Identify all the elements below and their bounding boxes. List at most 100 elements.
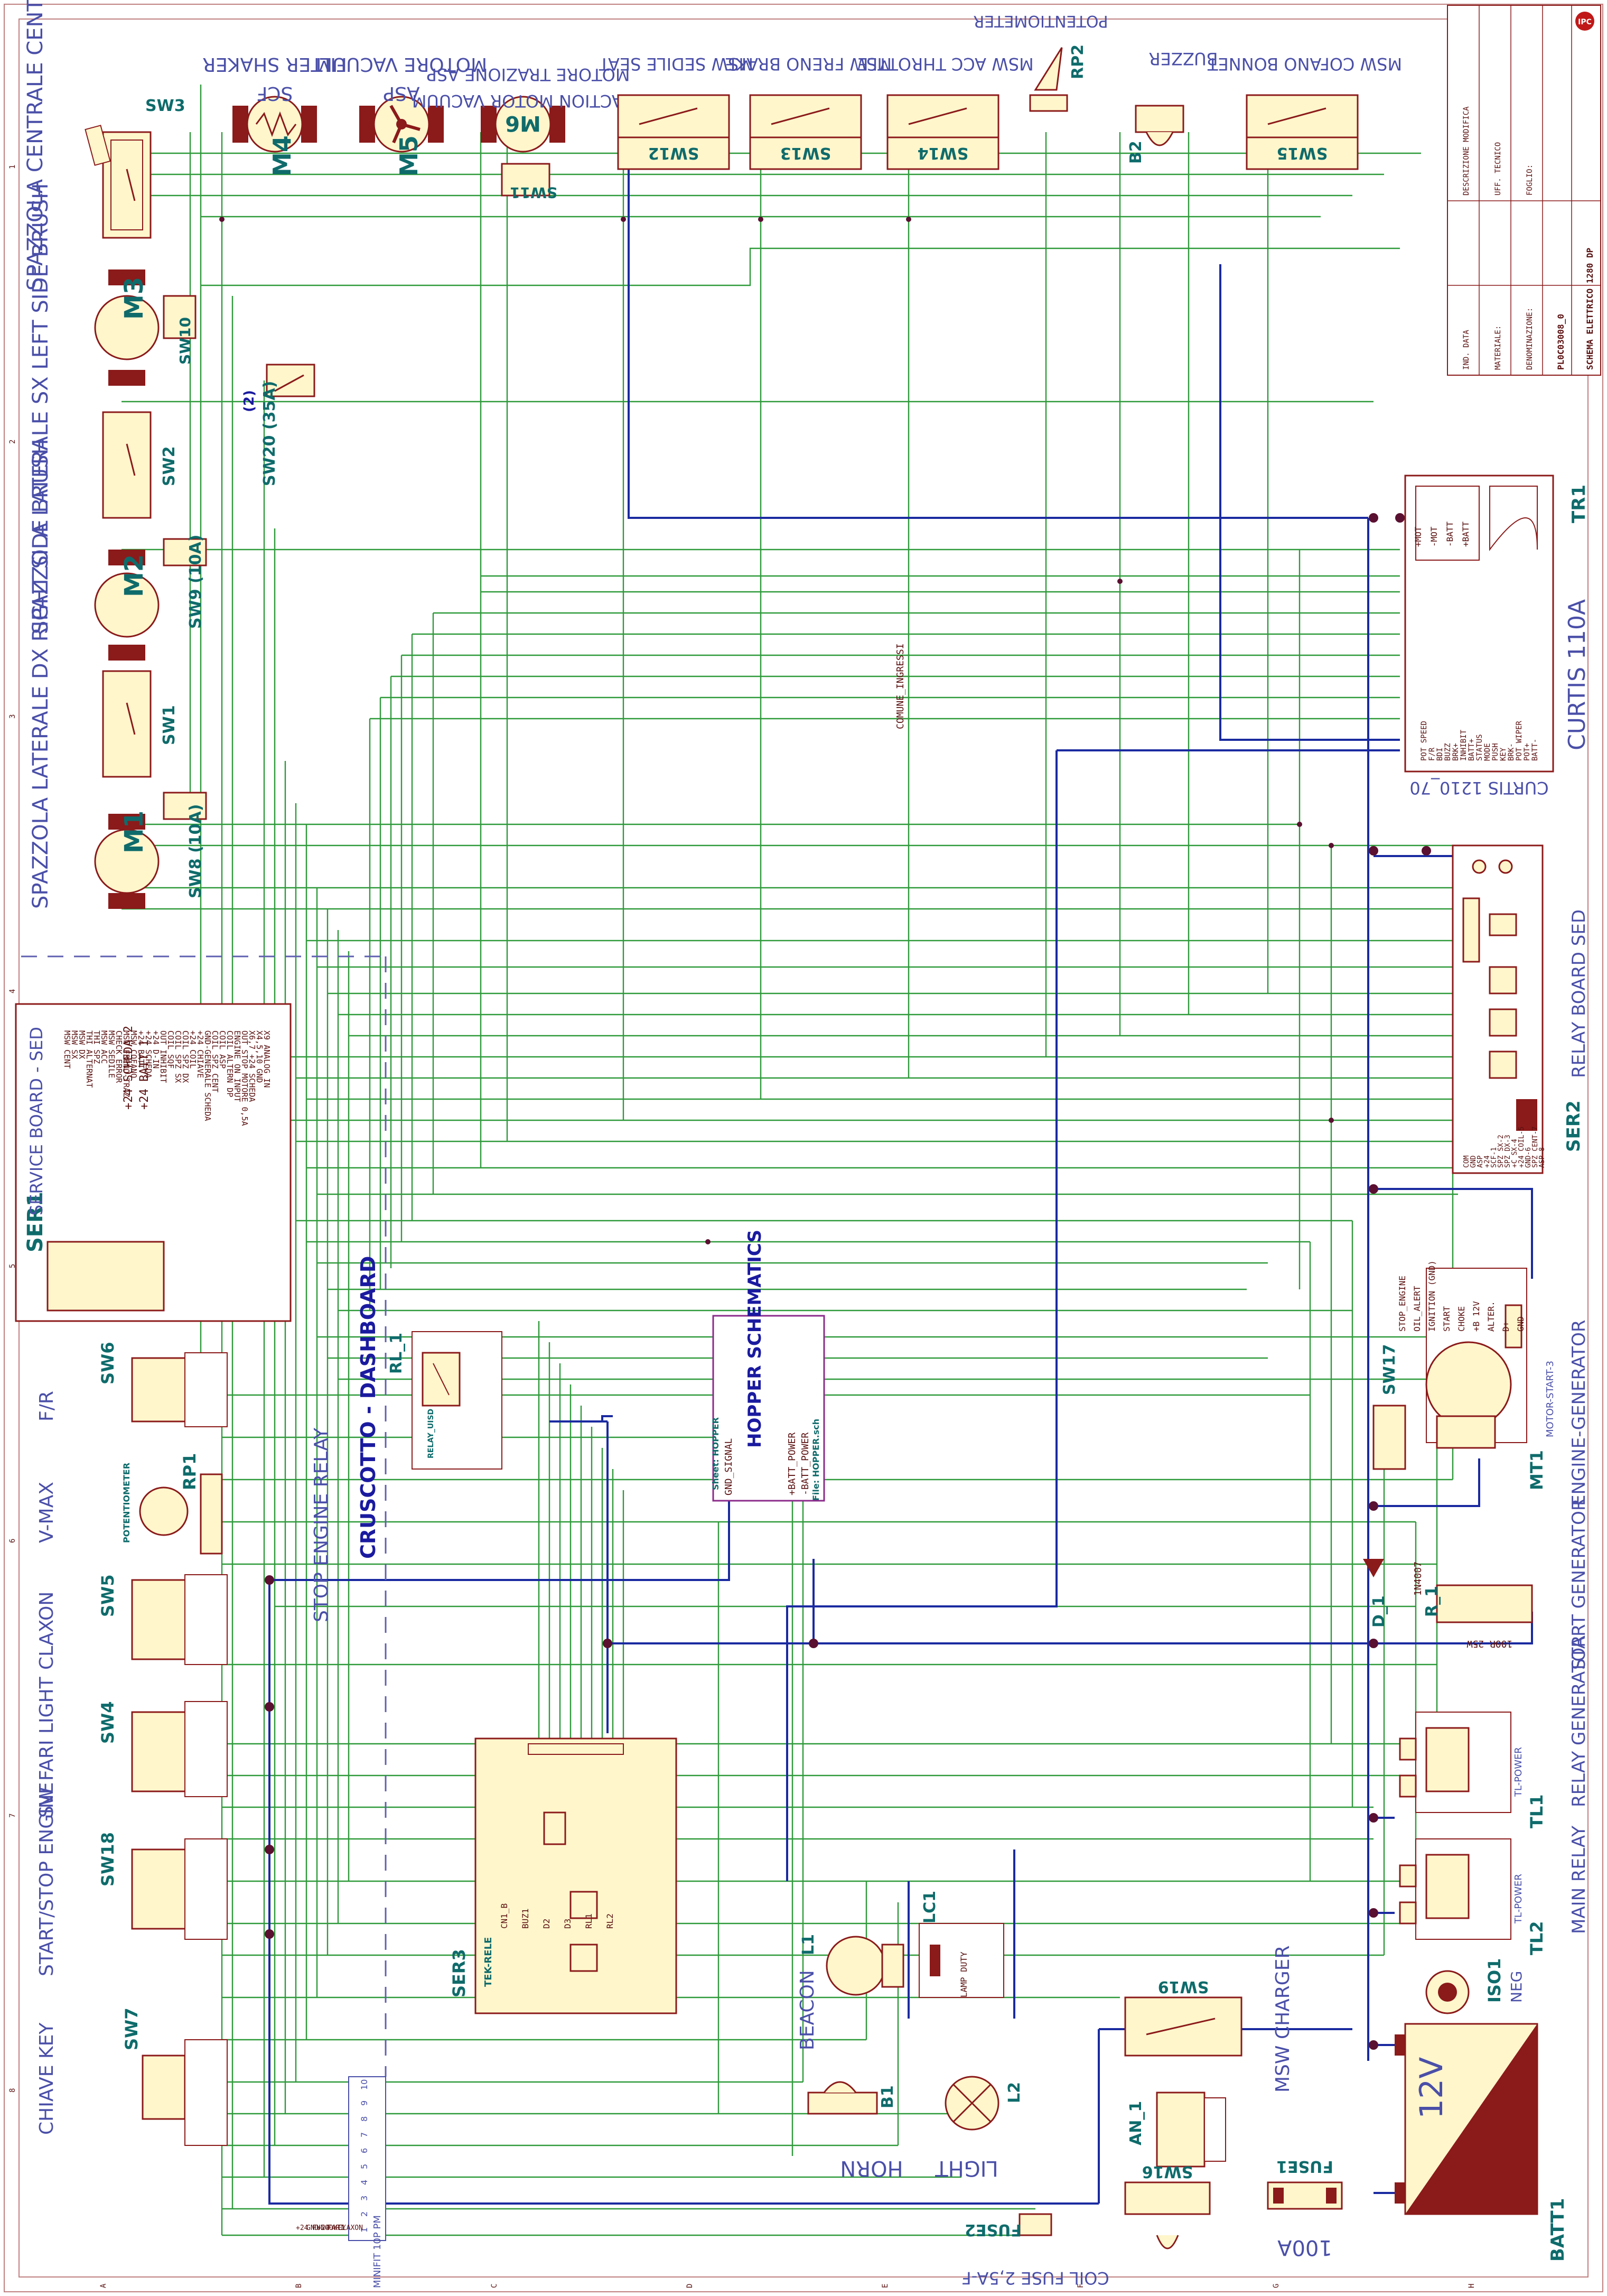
start-generator-title: START GENERATOR (1568, 1499, 1590, 1670)
m5-vacuum-motor: M5 MOTORE VACUUM ASP (316, 53, 487, 176)
sw13-brake-switch: SW13 MSW FRENO BRAKE (725, 54, 892, 170)
hopper-file: File: HOPPER.sch (811, 1419, 821, 1501)
b1-ref: B1 (879, 2085, 897, 2108)
connector-wire-label: FARI (328, 2224, 344, 2232)
service-board-pin: COIL ALTERN DP (225, 1030, 235, 1097)
power-wires (268, 127, 1533, 2205)
batt1-ref: BATT1 (1547, 2198, 1568, 2262)
l1-label: BEACON (797, 1970, 818, 2050)
service-board-pin: X4,5,10 GND (255, 1030, 264, 1083)
company-logo-icon (1575, 12, 1594, 31)
b2-ref: B2 (1127, 141, 1145, 164)
sw3-label: SPAZZOLA CENTRALE CENTRAL BRUSH (23, 0, 48, 291)
engine-signal: START (1442, 1306, 1452, 1332)
r1-ref: R_1 (1423, 1586, 1441, 1617)
b1-horn: B1 HORN (807, 2081, 903, 2180)
rp1-ref: RP1 (180, 1453, 200, 1490)
curtis-power-pin: +BATT (1461, 521, 1471, 547)
lc1-label: LAMP DUTY (959, 1951, 969, 1997)
fuse2-coil-fuse: FUSE2 COIL FUSE 2,5A-F (961, 2213, 1109, 2288)
curtis-power-pins: +BATT-BATT-MOT+MOT (1413, 521, 1471, 547)
rp2-label: POTENTIOMETER (973, 12, 1108, 30)
sw7-label: CHIAVE KEY (36, 2022, 58, 2135)
m5-title: MOTORE VACUUM (316, 53, 487, 75)
connector-pin: 1 (359, 2227, 369, 2233)
tl2-main-relay: TL2 MAIN RELAY TL-POWER (1399, 1826, 1590, 1955)
junction-dots (219, 217, 1431, 2050)
lc1-lamp-duty: LC1 LAMP DUTY (919, 1891, 1004, 1998)
connector-pin: 8 (359, 2116, 369, 2122)
svg-text:+24 SCHEDA 2: +24 SCHEDA 2 (122, 1026, 135, 1110)
an1-connector: AN_1 (1127, 2092, 1226, 2168)
b2-label: BUZZER (1148, 49, 1218, 69)
curtis-signal-pin: POT WIPER (1515, 721, 1524, 761)
service-board-pin: COIL SPZ SX (173, 1030, 183, 1083)
svg-text:SPAZZOLA CENTRALE CENTRAL BRUS: SPAZZOLA CENTRALE CENTRAL BRUSH (23, 0, 48, 291)
relay-board-title: RELAY BOARD SED (1568, 909, 1590, 1078)
ser2-ref: SER2 (1563, 1100, 1584, 1152)
sw13-ref: SW13 (780, 144, 831, 162)
title-row-4: MATERIALE: (1494, 326, 1502, 370)
ser3-part: TEK-RELE (483, 1937, 494, 1987)
relay-board-pin: COM (1463, 1155, 1471, 1168)
title-row-1: UFF. TECNICO (1494, 142, 1502, 196)
service-board-pin: MSW SEDILE (107, 1030, 116, 1078)
service-board-pin: CHECK ERROR (114, 1030, 124, 1083)
title-row-3: IND. DATA (1462, 330, 1471, 370)
connector-label: MINIFIT 10P PM (372, 2215, 383, 2288)
sw2-ref: SW2 (160, 446, 179, 486)
svg-text:SPAZZOLA LATERALE SX LEFT SIDE: SPAZZOLA LATERALE SX LEFT SIDE BRUSH (29, 183, 53, 634)
l2-label: LIGHT (935, 2156, 998, 2180)
grid-row-label: 4 (8, 989, 17, 993)
service-board: SER1 SERVICE BOARD - SED +24 SCHEDA 2 +2… (15, 1003, 292, 1322)
lc1-ref: LC1 (921, 1891, 939, 1923)
title-row-5: DENOMINAZIONE: (1526, 308, 1534, 370)
connector-pin: 5 (359, 2164, 369, 2169)
grid-row-label: 5 (8, 1264, 17, 1268)
engine-signal: GND (1516, 1316, 1526, 1332)
m1-ref: M1 (119, 811, 149, 853)
m4-ref: M4 (268, 135, 296, 176)
service-board-pin: +24 SCHEDA (144, 1030, 153, 1078)
tl2-ref: TL2 (1527, 1921, 1547, 1955)
curtis-power-pin: -MOT (1429, 526, 1439, 547)
service-board-pin: MSW CENT (62, 1030, 72, 1068)
m4-filter-shaker: M4 FILTER SHAKER SCF (202, 53, 347, 176)
curtis-controller: TR1 CURTIS 110A CURTIS 1210_70 COMUNE_IN… (895, 475, 1591, 798)
connector-pin: 7 (359, 2132, 369, 2137)
service-board-pin: +24 D-IN (151, 1030, 161, 1068)
start-generator: R_1 D_1 1N4007 100R 25W START GENERATOR (1363, 1499, 1590, 1670)
rl1-part: RELAY_UISD (427, 1409, 435, 1458)
ser3-item: D3 (563, 1919, 573, 1929)
curtis-power-pin: -BATT (1445, 521, 1455, 547)
hopper-pin-gnd: GND_SIGNAL (723, 1438, 734, 1495)
rp2-ref: RP2 (1069, 44, 1087, 79)
fuse1-label: 100A (1277, 2235, 1332, 2260)
service-board-pin: COIL SQF (166, 1030, 175, 1068)
relay-board-pin: SPZ CENT-7 (1531, 1127, 1539, 1168)
hopper-pin-batt-plus: +BATT_POWER (787, 1433, 798, 1495)
connector-pin: 3 (359, 2196, 369, 2201)
left-side-brush-label: SPAZZOLA LATERALE SX LEFT SIDE BRUSH (29, 183, 53, 634)
sw1-ref: SW1 (160, 705, 179, 745)
rp1-part: POTENTIOMETER (122, 1463, 132, 1543)
sw10-ref: SW10 (176, 317, 194, 365)
sw1-switch: SW1 (102, 670, 179, 778)
sw4-label: SW FARI LIGHT (36, 1676, 58, 1818)
iso1-ref: ISO1 (1484, 1958, 1505, 2003)
fuse2-label: COIL FUSE 2,5A-F (961, 2268, 1109, 2288)
sw15-bonnet-switch: SW15 MSW COFANO BONNET (1207, 54, 1402, 170)
drawing-code: PL0C03008_0 (1556, 314, 1566, 370)
iso1-negative-isolator: ISO1 NEG (1425, 1958, 1525, 2014)
sheet-frame (4, 4, 1603, 2292)
service-board-pin: +24 CHIAVE (195, 1030, 205, 1078)
tl2-part: TL-POWER (1513, 1874, 1524, 1924)
tr1-ref: TR1 (1568, 485, 1590, 523)
service-board-pin: OUT INHIBIT (158, 1030, 168, 1083)
connector-wire-label: +24 FUNGO (296, 2224, 333, 2232)
sw5-ref: SW5 (98, 1574, 118, 1617)
sw16-ref: SW16 (1142, 2162, 1193, 2181)
sw12-ref: SW12 (648, 144, 699, 162)
